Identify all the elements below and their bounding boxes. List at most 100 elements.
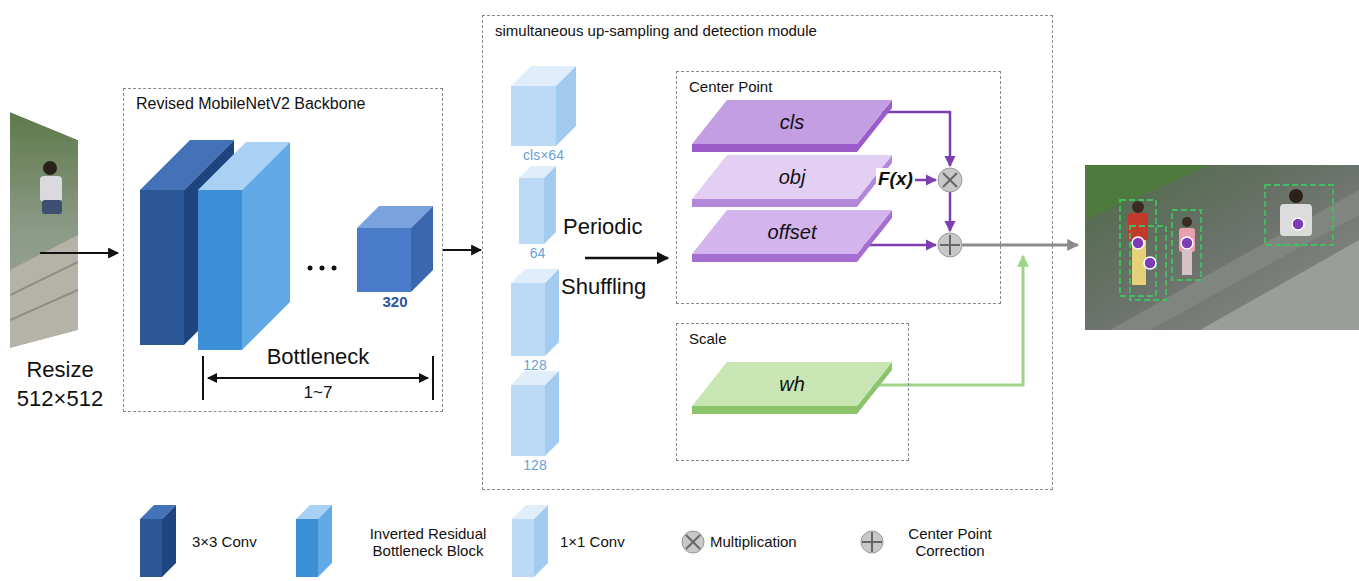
cube-front xyxy=(519,178,544,244)
input-photo xyxy=(10,112,78,348)
shuffle-label: Shuffling xyxy=(561,274,646,299)
block-side xyxy=(242,142,290,350)
channel-label: 64 xyxy=(530,245,546,261)
channel-label: cls×64 xyxy=(523,147,564,163)
feature-cube: 128 xyxy=(511,371,559,476)
bracket-label: Bottleneck xyxy=(267,344,370,369)
channel-label: 128 xyxy=(523,457,546,473)
cube-side xyxy=(534,505,548,577)
dot xyxy=(332,266,337,271)
cube-drawing xyxy=(357,206,433,292)
bracket-line xyxy=(208,377,428,379)
feature-cube: cls×64 xyxy=(511,66,576,166)
dashed-group-box: Center Point cls obj offset xyxy=(676,71,1001,304)
photo-ground xyxy=(10,112,78,348)
group-title: Center Point xyxy=(689,78,772,95)
block-front xyxy=(140,190,184,345)
photo-person-body xyxy=(1179,228,1195,252)
dot xyxy=(320,266,325,271)
legend-sample xyxy=(140,505,176,577)
photo-grass xyxy=(1085,165,1210,220)
center-dot xyxy=(1292,218,1304,230)
photo-person-head xyxy=(43,161,57,175)
bracket-tick xyxy=(202,356,204,400)
multiplication-symbol xyxy=(938,168,962,192)
detection-box xyxy=(1120,200,1156,296)
plane-face xyxy=(692,100,892,144)
cube-side xyxy=(411,206,433,292)
shuffle-label: Periodic xyxy=(563,214,642,239)
feature-map-plane: obj xyxy=(692,155,892,207)
center-dot xyxy=(1181,237,1193,249)
feature-cube: 320 xyxy=(357,206,433,312)
plane-face xyxy=(692,362,892,406)
feature-cube: 128 xyxy=(511,269,559,376)
shuffle-arrow xyxy=(585,257,668,260)
dashed-group-box: Scalewh xyxy=(676,323,909,461)
photo-person-head xyxy=(1182,217,1192,227)
symbol-circle xyxy=(682,531,704,553)
legend-sample xyxy=(512,505,548,577)
detection-box xyxy=(1172,210,1201,280)
output-arrow xyxy=(962,244,1078,247)
legend-label: 3×3 Conv xyxy=(192,533,257,550)
plane-face xyxy=(692,210,892,254)
center-dot xyxy=(1144,257,1156,269)
symbol-circle xyxy=(861,531,883,553)
feature-map-plane: offset xyxy=(692,210,892,262)
detection-box xyxy=(1130,226,1166,300)
cube-front xyxy=(511,86,556,146)
symbol-stroke xyxy=(943,173,957,187)
dashed-group-box: simultaneous up-sampling and detection m… xyxy=(482,15,1053,490)
legend-sample xyxy=(296,505,332,577)
cube-front xyxy=(296,519,318,577)
plane-face xyxy=(692,155,892,199)
dot xyxy=(308,266,313,271)
symbol-circle xyxy=(938,233,962,257)
correction-symbol xyxy=(938,233,962,257)
offset-arrow xyxy=(862,244,936,247)
feature-map-plane: cls xyxy=(692,100,892,152)
group-title: Scale xyxy=(689,330,727,347)
symbol-stroke xyxy=(943,173,957,187)
bracket-tick xyxy=(432,356,434,400)
cube-drawing xyxy=(511,269,559,356)
cube-front xyxy=(357,228,411,292)
ellipsis-dots xyxy=(308,266,337,271)
cube-side xyxy=(318,505,332,577)
cube-front xyxy=(140,519,162,577)
legend-label: Inverted Residual Bottleneck Block xyxy=(353,525,503,560)
map-label: offset xyxy=(768,221,817,244)
symbol-stroke xyxy=(686,535,700,549)
photo-ground xyxy=(1085,165,1359,330)
photo-person-legs xyxy=(42,200,62,214)
legend-label: Multiplication xyxy=(710,533,797,550)
size-label: 512×512 xyxy=(17,386,103,411)
symbol-stroke xyxy=(686,535,700,549)
cube-side xyxy=(556,66,576,146)
cube-front xyxy=(511,385,545,456)
photo-person-body xyxy=(1280,204,1312,236)
plane-edge xyxy=(692,254,857,262)
map-label: obj xyxy=(779,166,806,189)
legend-sample xyxy=(860,530,884,554)
photo-person-head xyxy=(1132,201,1144,213)
connector-arrow xyxy=(443,249,481,251)
cube-front xyxy=(511,283,545,356)
input-arrow xyxy=(40,252,118,254)
channel-label: 128 xyxy=(523,357,546,373)
channel-label: 320 xyxy=(382,293,407,310)
feature-cube: 64 xyxy=(519,166,556,264)
inverted-residual-block xyxy=(198,142,290,350)
symbol-circle xyxy=(938,168,962,192)
cube-front xyxy=(512,519,534,577)
group-title: Revised MobileNetV2 Backbone xyxy=(136,95,365,113)
symbol-stroke xyxy=(949,235,951,255)
center-dot xyxy=(1132,237,1144,249)
photo-person-body xyxy=(40,176,62,202)
photo-person-legs xyxy=(1182,250,1192,275)
block-front xyxy=(198,190,242,350)
legend-label: Center Point Correction xyxy=(895,525,1005,560)
